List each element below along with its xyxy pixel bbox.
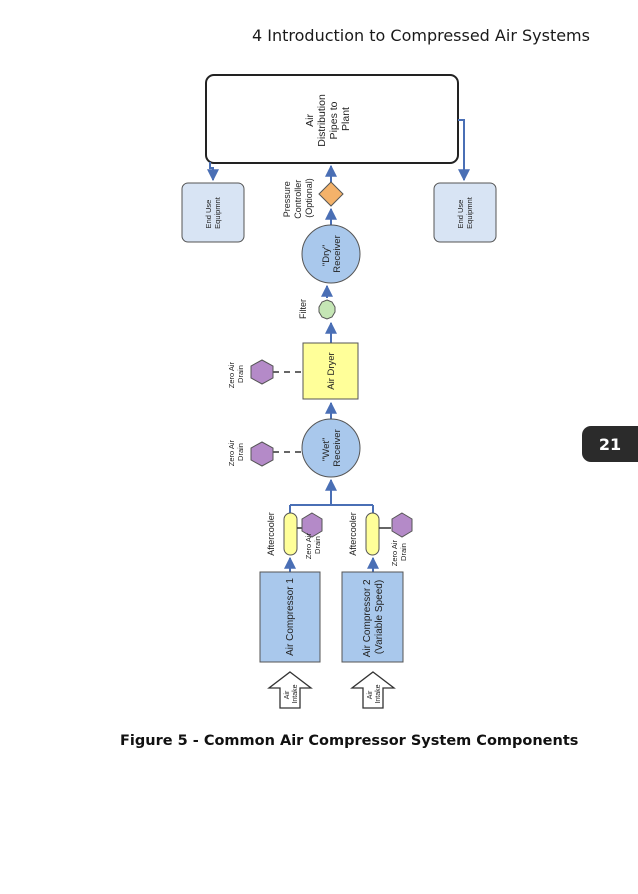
wet-drain-hexagon xyxy=(250,441,274,467)
air-intake-1-label: Air Intake xyxy=(284,684,299,703)
pressure-controller-label: Pressure Controller (Optional) xyxy=(282,177,314,219)
end-use-right-label: End Use Equipmnt xyxy=(456,196,474,229)
air-intake-1-arrow xyxy=(267,671,313,709)
pressure-controller-diamond xyxy=(318,181,344,207)
page-header: 4 Introduction to Compressed Air Systems xyxy=(252,26,590,45)
dry-receiver xyxy=(301,224,361,284)
aftercooler-1-drain-hexagon xyxy=(301,512,323,538)
page-number-tab: 21 xyxy=(582,426,638,462)
line-to-end-use-left xyxy=(207,162,219,182)
end-use-left-label: End Use Equipmnt xyxy=(204,196,222,229)
figure-caption: Figure 5 - Common Air Compressor System … xyxy=(120,733,579,749)
aftercooler-2-drain-hexagon xyxy=(391,512,413,538)
end-use-equipment-left xyxy=(181,182,245,243)
wet-receiver xyxy=(301,418,361,478)
air-compressor-1 xyxy=(259,571,321,663)
dry-receiver-label: "Dry" Receiver xyxy=(321,235,343,273)
aftercooler-1-drain-label: Zero Air Drain xyxy=(304,531,322,559)
air-compressor-1-label: Air Compressor 1 xyxy=(285,578,296,656)
air-dryer xyxy=(302,342,359,400)
air-intake-2-label: Air Intake xyxy=(367,684,382,703)
air-compressor-2-label: Air Compressor 2 (Variable Speed) xyxy=(362,577,385,658)
dryer-drain-hexagon xyxy=(250,359,274,385)
aftercooler-2-drain-label: Zero Air Drain xyxy=(390,538,408,566)
filter-hexagon xyxy=(318,299,336,320)
air-compressor-2 xyxy=(341,571,404,663)
wet-receiver-label: "Wet" Receiver xyxy=(321,429,343,467)
aftercooler-1 xyxy=(283,512,298,556)
filter-label: Filter xyxy=(298,299,308,319)
wet-drain-label: Zero Air Drain xyxy=(227,438,245,466)
aftercooler-2-label: Aftercooler xyxy=(348,512,358,556)
dryer-drain-label: Zero Air Drain xyxy=(227,360,245,388)
end-use-equipment-right xyxy=(433,182,497,243)
aftercooler-2 xyxy=(365,512,380,556)
air-intake-2-arrow xyxy=(350,671,396,709)
line-to-end-use-right xyxy=(458,119,470,182)
air-dryer-label: Air Dryer xyxy=(326,352,337,389)
air-distribution-label: Air Distribution Pipes to Plant xyxy=(304,91,352,146)
aftercooler-1-label: Aftercooler xyxy=(266,512,276,556)
